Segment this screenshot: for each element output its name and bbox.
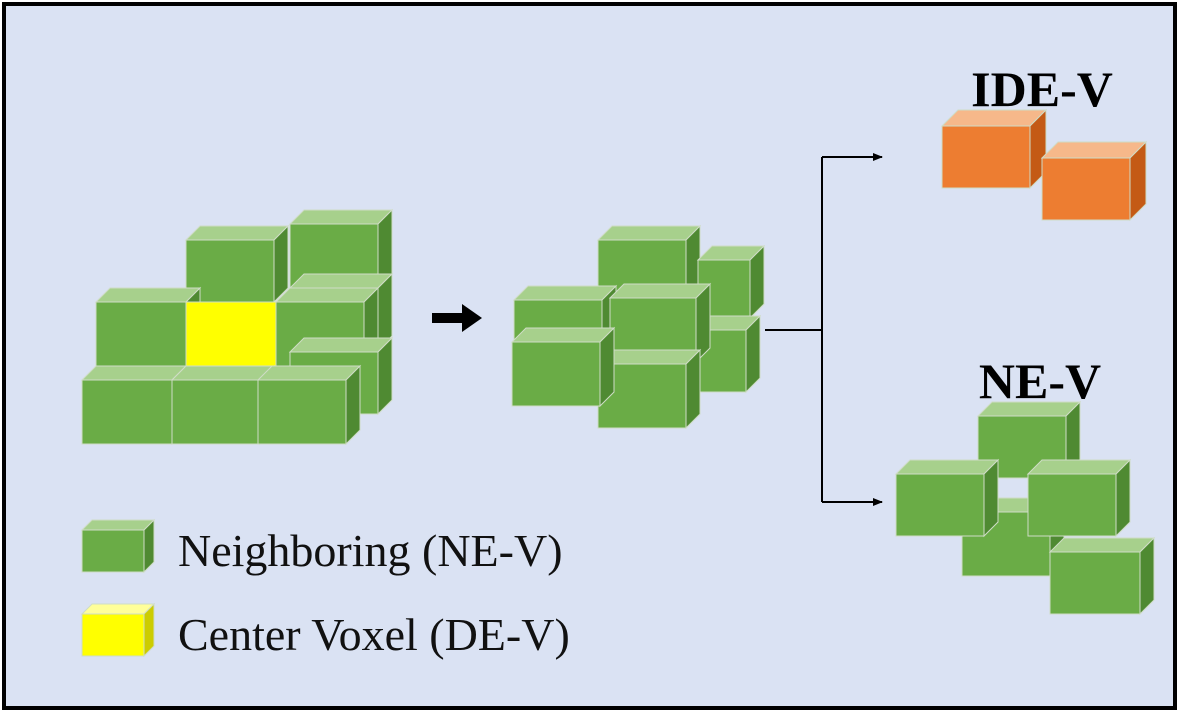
legend-center-label: Center Voxel (DE-V) [178,609,570,660]
ne-v-voxel [894,458,1000,538]
neighbor-voxel [94,286,202,368]
legend-yellow-cube [80,602,156,658]
neighbor-voxel [510,326,616,408]
voxel-neighborhood-group [80,208,394,446]
ne-v-voxel-group [894,400,1156,616]
center-voxel [185,301,277,367]
neighbor-voxel [80,364,188,446]
ne-v-voxel [1048,536,1156,616]
ide-v-voxel [1040,140,1148,222]
ide-v-voxel [940,108,1048,190]
neighbor-voxel [288,208,394,290]
legend-neighboring-swatch [80,518,156,574]
ne-v-title: NE-V [979,353,1101,409]
branch-connector [765,153,883,506]
neighbor-voxel [184,224,290,304]
neighbor-voxel [608,282,712,364]
neighbor-voxel [256,364,362,446]
ide-v-title: IDE-V [971,61,1113,117]
neighbor-voxel [696,244,766,320]
ide-v-voxel-group [940,108,1148,222]
extracted-neighbors-group [510,224,766,430]
legend-neighboring-label: Neighboring (NE-V) [178,525,563,576]
neighbor-voxel [596,348,702,430]
transition-arrow-head [462,304,482,332]
legend-green-cube [80,518,156,574]
legend-center-swatch [80,602,156,658]
ne-v-voxel [1026,458,1132,538]
